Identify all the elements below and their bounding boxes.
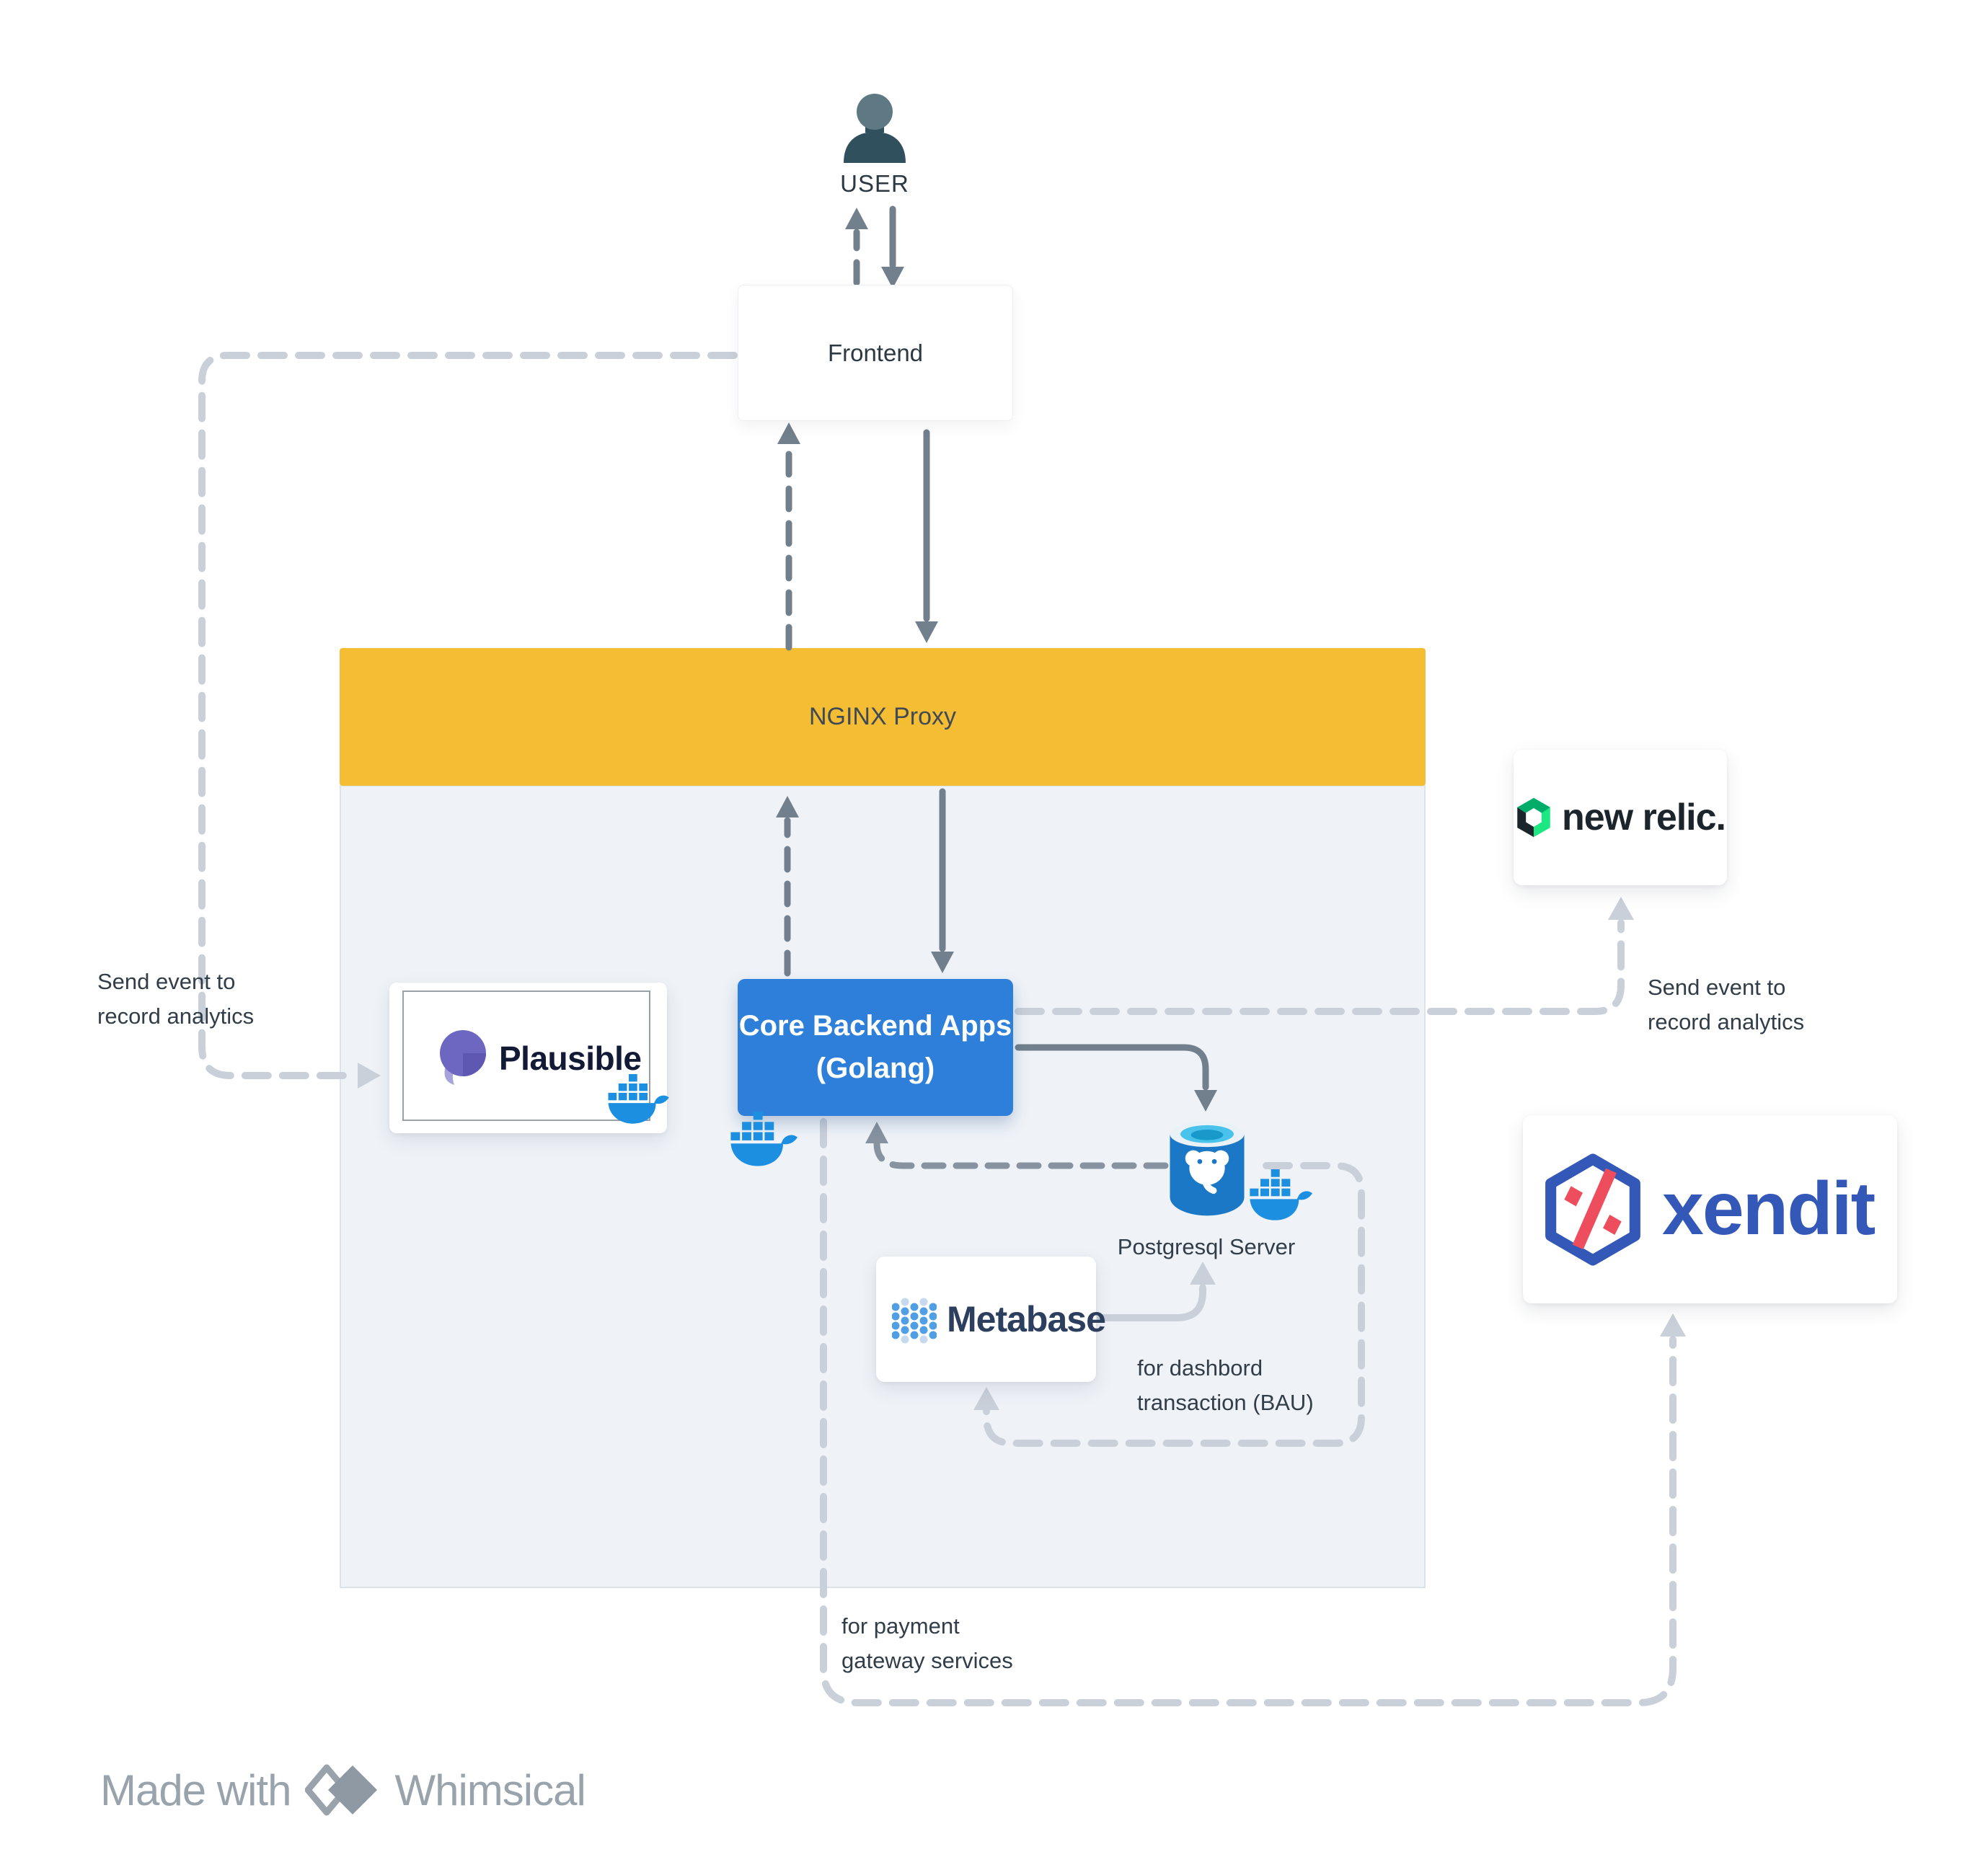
metabase-brand: Metabase [947,1299,1106,1339]
frontend-label: Frontend [827,339,924,366]
user-label: USER [840,170,909,197]
frontend-node[interactable]: Frontend [738,285,1013,421]
docker-icon [607,1074,669,1125]
note-line: record analytics [97,1003,255,1029]
arrowhead-down-icon [915,621,938,643]
made-with-whimsical[interactable]: Made with Whimsical [100,1763,586,1817]
note-line: transaction (BAU) [1137,1390,1314,1415]
docker-icon [1249,1169,1312,1221]
xendit-brand: xendit [1662,1167,1876,1251]
docker-icon [730,1112,798,1167]
core-backend-label-line2: (Golang) [816,1052,935,1084]
note-left-analytics: Send event to record analytics [97,965,254,1034]
nginx-proxy-label: NGINX Proxy [808,703,957,730]
whimsical-brand: Whimsical [394,1765,586,1814]
plausible-logo-icon [440,1029,486,1085]
metabase-logo-icon [892,1298,937,1344]
newrelic-brand: new relic. [1562,797,1726,838]
xendit-logo-icon [1545,1153,1640,1266]
postgres-label: Postgresql Server [1117,1234,1296,1259]
note-line: Send event to [1648,975,1786,1000]
note-line: gateway services [841,1648,1013,1673]
metabase-card[interactable]: Metabase [876,1257,1106,1382]
arrowhead-up-icon [777,422,800,444]
note-payment: for payment gateway services [841,1609,1013,1678]
made-with-label: Made with [100,1765,291,1814]
nginx-proxy-bar[interactable]: NGINX Proxy [340,648,1426,786]
note-bau: for dashbord transaction (BAU) [1137,1351,1314,1420]
newrelic-logo-icon [1517,797,1550,838]
core-backend-label-line1: Core Backend Apps [738,1010,1012,1042]
note-line: Send event to [97,969,236,994]
whimsical-logo-icon [305,1764,378,1816]
user-icon [844,94,906,163]
xendit-card[interactable]: xendit [1523,1115,1897,1303]
postgresql-icon [1170,1121,1245,1216]
note-line: for payment [841,1613,960,1639]
newrelic-card[interactable]: new relic. [1514,750,1727,885]
note-line: for dashbord [1137,1355,1263,1380]
plausible-brand: Plausible [499,1039,642,1077]
arrowhead-up-icon [1660,1313,1686,1337]
arrowhead-up-icon [1608,897,1634,920]
core-backend-node[interactable]: Core Backend Apps (Golang) [738,979,1013,1116]
note-line: record analytics [1648,1009,1805,1034]
note-right-analytics: Send event to record analytics [1648,970,1804,1040]
arrowhead-up-icon [845,208,868,229]
